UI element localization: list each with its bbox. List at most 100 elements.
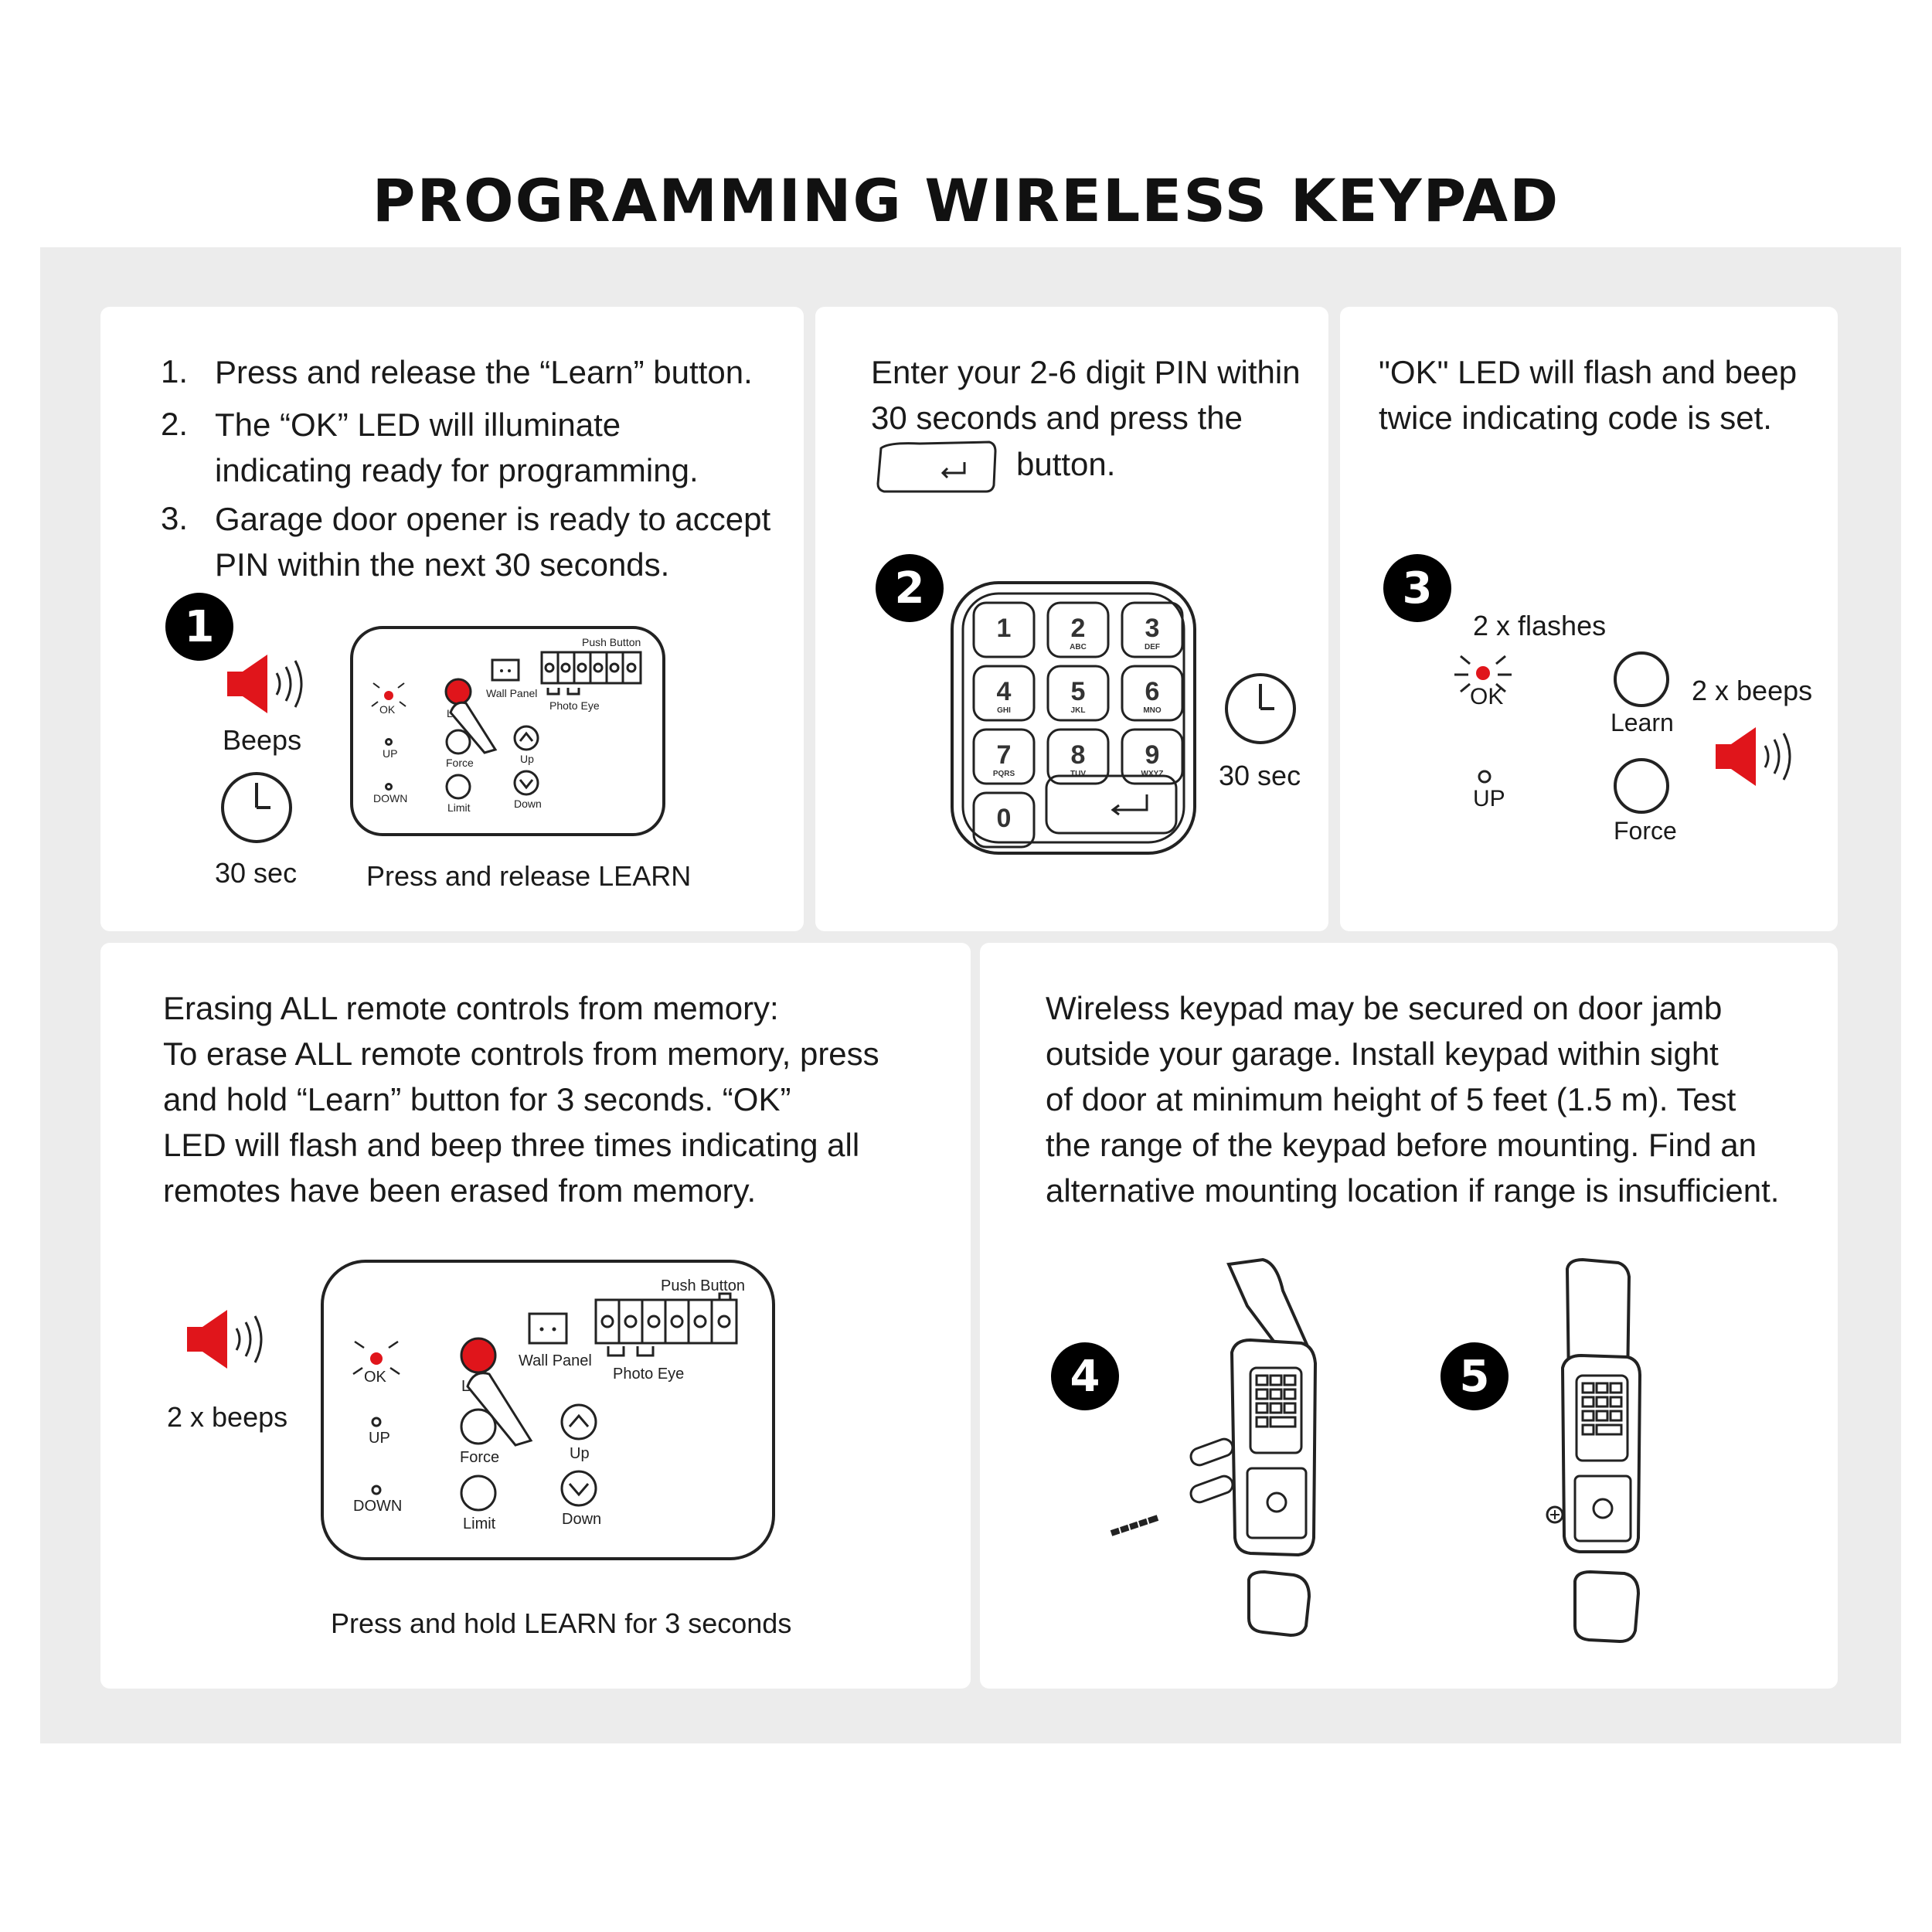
ok-flash-icon xyxy=(1454,655,1512,693)
step-1-caption: Press and release LEARN xyxy=(366,860,692,892)
force-button-2[interactable] xyxy=(460,1408,497,1445)
erase-text-line-5: remotes have been erased from memory. xyxy=(163,1172,757,1209)
speaker-icon xyxy=(227,655,303,713)
step-badge-3: 3 xyxy=(1383,554,1451,622)
ok-text: OK xyxy=(379,703,396,716)
down-btn-text-2: Down xyxy=(562,1511,601,1528)
opener-control-panel-2: OK UP DOWN Le Force Limit Up Down Wall P… xyxy=(321,1260,775,1560)
key-letters: DEF xyxy=(1145,643,1160,651)
mount-text-line-4: the range of the keypad before mounting.… xyxy=(1046,1127,1757,1163)
key-digit: 1 xyxy=(997,614,1012,643)
key-letters: GHI xyxy=(997,706,1011,715)
down-button-2[interactable] xyxy=(560,1470,597,1507)
erase-panel: Erasing ALL remote controls from memory:… xyxy=(100,943,971,1689)
wall-panel-jack xyxy=(491,658,520,682)
force-text-2: Force xyxy=(460,1449,499,1466)
key-digit: 9 xyxy=(1145,740,1160,770)
erase-text-line-1: Erasing ALL remote controls from memory: xyxy=(163,990,779,1026)
key-digit: 4 xyxy=(997,677,1012,706)
ok-led-icon xyxy=(371,682,406,707)
limit-button[interactable] xyxy=(445,774,471,800)
erase-text-line-3: and hold “Learn” button for 3 seconds. “… xyxy=(163,1081,791,1117)
down-button[interactable] xyxy=(513,770,539,796)
list-number-1: 1. xyxy=(161,353,189,389)
step-3-text-line-2: twice indicating code is set. xyxy=(1379,400,1772,436)
up-button-2[interactable] xyxy=(560,1403,597,1440)
step-2-panel: Enter your 2-6 digit PIN within 30 secon… xyxy=(815,307,1328,931)
ok-led-icon-2 xyxy=(352,1340,400,1376)
enter-key-icon xyxy=(876,440,997,493)
instruction-3-line-2: PIN within the next 30 seconds. xyxy=(215,546,670,583)
key-letters: JKL xyxy=(1071,706,1086,715)
key-letters: MNO xyxy=(1143,706,1162,715)
screw-head-icon xyxy=(1546,1505,1564,1524)
erase-beeps-label: 2 x beeps xyxy=(167,1401,288,1433)
battery-icon xyxy=(1189,1437,1234,1504)
instruction-3-line-1: Garage door opener is ready to accept xyxy=(215,501,771,537)
key-digit: 5 xyxy=(1071,677,1086,706)
step-3-text-line-1: "OK" LED will flash and beep xyxy=(1379,354,1798,390)
mount-text-line-5: alternative mounting location if range i… xyxy=(1046,1172,1780,1209)
finger-icon xyxy=(449,701,498,754)
step-3-beeps-label: 2 x beeps xyxy=(1692,675,1813,706)
up-led-icon xyxy=(1478,770,1492,784)
step-2-text-tail: button. xyxy=(1016,446,1116,482)
learn-button-icon xyxy=(1614,651,1669,707)
key-digit: 3 xyxy=(1145,614,1160,643)
up-btn-text-2: Up xyxy=(570,1445,590,1462)
learn-button[interactable] xyxy=(444,678,472,706)
up-button[interactable] xyxy=(513,725,539,751)
limit-text: Limit xyxy=(447,801,471,814)
step-badge-2: 2 xyxy=(876,554,944,622)
up-btn-text: Up xyxy=(520,753,534,765)
keypad-key-1[interactable]: 1 xyxy=(972,601,1036,658)
mount-text-line-2: outside your garage. Install keypad with… xyxy=(1046,1036,1719,1072)
step-2-timer-label: 30 sec xyxy=(1219,760,1301,791)
key-digit: 7 xyxy=(997,740,1012,770)
step-3-panel: "OK" LED will flash and beep twice indic… xyxy=(1340,307,1838,931)
ok-label: OK xyxy=(1470,684,1504,709)
down-text-2: DOWN xyxy=(353,1498,402,1515)
up-led xyxy=(385,738,393,746)
mount-text-line-1: Wireless keypad may be secured on door j… xyxy=(1046,990,1723,1026)
force-label: Force xyxy=(1614,817,1677,845)
erase-text-line-2: To erase ALL remote controls from memory… xyxy=(163,1036,879,1072)
list-number-2: 2. xyxy=(161,406,189,442)
keypad-key-0[interactable]: 0 xyxy=(972,791,1036,849)
photo-eye-text-2: Photo Eye xyxy=(613,1366,684,1383)
step-2-text-line-2: 30 seconds and press the xyxy=(871,400,1243,436)
step-badge-4: 4 xyxy=(1051,1342,1119,1410)
push-button-text-2: Push Button xyxy=(661,1277,745,1294)
instruction-2-line-2: indicating ready for programming. xyxy=(215,452,699,488)
step-1-panel: 1. Press and release the “Learn” button.… xyxy=(100,307,804,931)
down-text: DOWN xyxy=(373,792,407,804)
learn-button-2[interactable] xyxy=(460,1337,497,1374)
down-led xyxy=(385,783,393,791)
opener-control-panel: OK UP DOWN Le Force Limit Up Down Wall P… xyxy=(350,626,665,836)
finger-icon-2 xyxy=(466,1372,533,1447)
beeps-label: Beeps xyxy=(223,724,302,756)
key-digit: 0 xyxy=(997,804,1012,833)
page-title: PROGRAMMING WIRELESS KEYPAD xyxy=(372,166,1560,235)
key-letters: WXYZ xyxy=(1141,770,1164,778)
key-digit: 8 xyxy=(1071,740,1086,770)
limit-button-2[interactable] xyxy=(460,1475,497,1512)
instruction-2-line-1: The “OK” LED will illuminate xyxy=(215,406,621,443)
keypad-enter-key[interactable] xyxy=(1045,774,1178,835)
up-text: UP xyxy=(383,747,397,760)
clock-icon-2 xyxy=(1225,673,1296,744)
push-button-text: Push Button xyxy=(582,636,641,648)
force-button[interactable] xyxy=(445,729,471,755)
keypad-mounted-illustration xyxy=(1546,1257,1642,1644)
mount-text-line-3: of door at minimum height of 5 feet (1.5… xyxy=(1046,1081,1736,1117)
force-button-icon xyxy=(1614,758,1669,814)
step-badge-5: 5 xyxy=(1440,1342,1509,1410)
